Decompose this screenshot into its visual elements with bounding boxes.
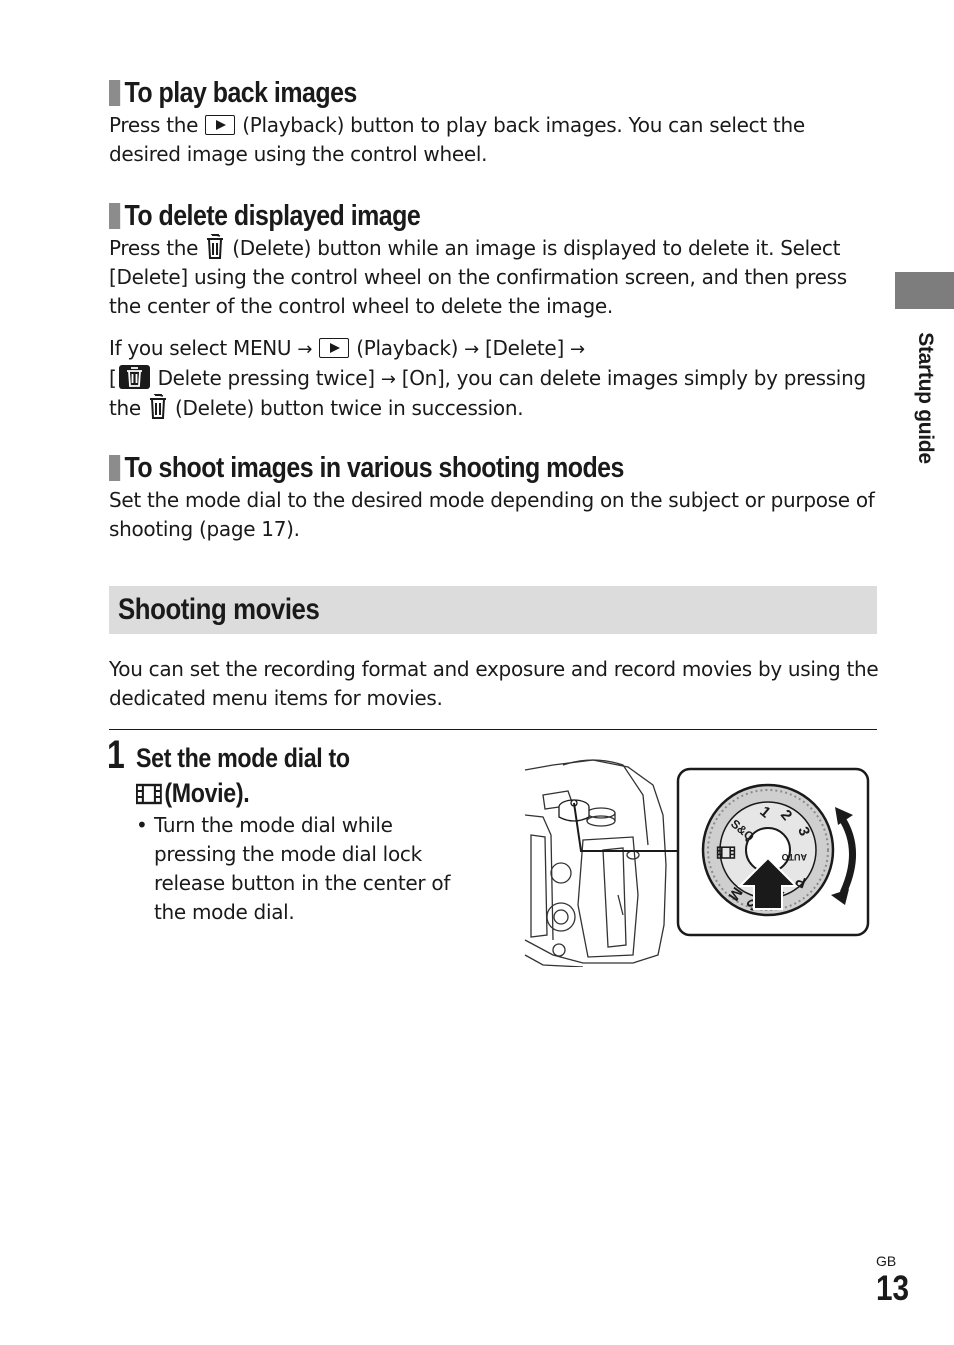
dial-movie-icon [716,846,736,859]
sidebar-label: Startup guide [914,332,937,464]
playback-icon [205,115,236,135]
delete-icon [149,394,166,419]
paragraph-delete-twice: If you select MENU → (Playback) → [Delet… [109,336,866,420]
dial-label-auto: AUTO [782,852,807,862]
paragraph-playback: Press the (Playback) button to play back… [109,113,805,166]
heading-marker [109,203,121,229]
section-band: Shooting movies [109,586,877,634]
page-number: 13 [876,1269,910,1308]
section-title: Shooting movies [118,593,320,626]
arrow-icon: → [380,369,396,390]
step-number: 1 [107,733,125,777]
callout-line [573,802,685,852]
heading-delete: To delete displayed image [109,199,421,233]
camera-body-drawing [524,759,667,967]
press-arrow-icon [737,856,799,910]
arrow-icon: → [570,339,585,360]
bullet-item: • Turn the mode dial while pressing the … [136,813,451,924]
movie-icon [136,783,162,805]
camera-mode-dial [558,799,590,822]
region-code: GB [876,1253,897,1269]
arrow-icon: → [297,339,313,360]
delete-icon [207,234,224,259]
paragraph-shooting-modes: Set the mode dial to the desired mode de… [109,488,875,541]
heading-playback: To play back images [109,76,357,110]
mode-dial-zoom: 1 2 3 AUTO P A S M S&Q [701,783,856,917]
heading-shooting-modes: To shoot images in various shooting mode… [109,451,624,485]
step-title: Set the mode dial to (Movie). [136,743,350,808]
arrow-icon: → [464,339,479,360]
paragraph-movies-intro: You can set the recording format and exp… [109,657,879,710]
camera-mode-dial-illustration: 1 2 3 AUTO P A S M S&Q [524,759,870,967]
paragraph-delete: Press the (Delete) button while an image… [109,234,847,318]
delete-icon [118,365,150,389]
heading-marker [109,455,121,481]
divider [109,729,877,730]
rotate-arrow-icon [838,815,856,895]
bullet-dot: • [136,813,148,837]
heading-marker [109,80,121,106]
playback-icon [319,338,350,358]
side-tab-marker [895,272,954,309]
